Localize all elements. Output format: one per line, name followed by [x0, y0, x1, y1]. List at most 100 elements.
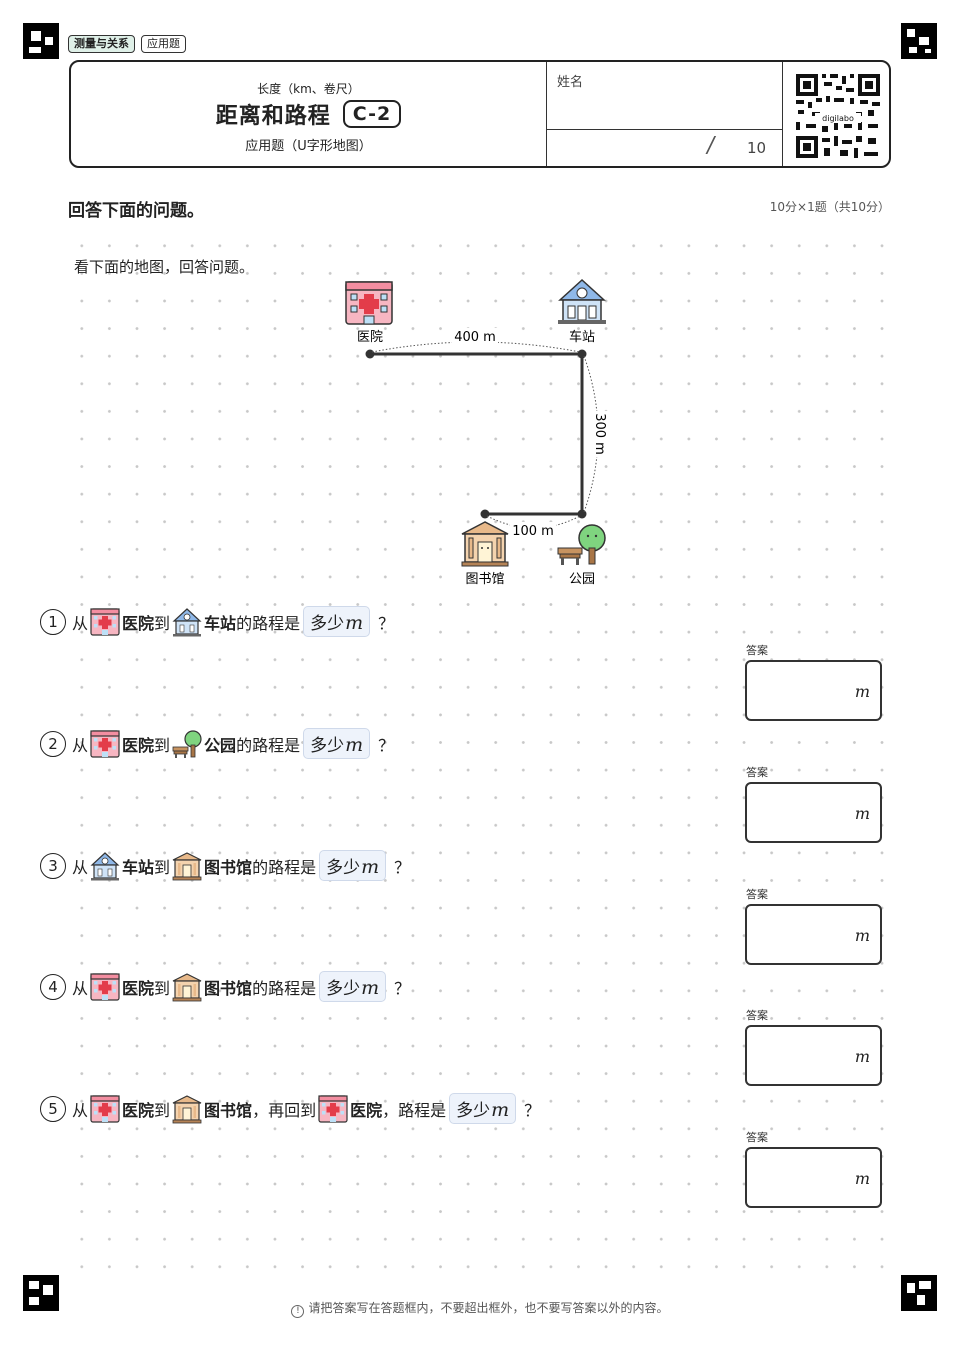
question-mark: ？	[394, 857, 411, 877]
instruction-heading: 回答下面的问题。	[68, 201, 204, 221]
footer-note: !请把答案写在答题框内，不要超出框外，也不要写答案以外的内容。	[0, 1299, 960, 1318]
answer-box-1[interactable]: m	[745, 660, 882, 721]
question-tail: 的路程是	[236, 735, 301, 755]
station-icon	[172, 607, 202, 637]
park-icon	[557, 524, 606, 565]
points-info: 10分×1题（共10分）	[769, 200, 890, 214]
header-subtitle-2: 应用题（U字形地图）	[245, 139, 372, 154]
library-icon	[172, 851, 202, 881]
tag-word-problem: 应用题	[141, 35, 186, 53]
question-mark: ？	[378, 613, 395, 633]
answer-unit: m	[854, 682, 870, 701]
place-a: 医院	[122, 1100, 155, 1120]
name-field[interactable]: 姓名	[546, 62, 782, 130]
hospital-icon	[90, 1094, 120, 1123]
station-icon	[90, 851, 120, 881]
label-100m: 100 m	[512, 524, 554, 539]
station-icon	[558, 278, 606, 324]
worksheet-header: 长度（km、卷尺） 距离和路程 C-2 应用题（U字形地图） 姓名 / 10	[69, 60, 891, 168]
answer-box-5[interactable]: m	[745, 1147, 882, 1208]
arc-library-park	[486, 515, 581, 529]
corner-marker-bottom-left	[23, 1275, 59, 1311]
answer-label: 答案	[746, 766, 768, 779]
question-tail: ，路程是	[382, 1100, 447, 1120]
tag-measurement: 测量与关系	[68, 35, 135, 53]
answer-box-2[interactable]: m	[745, 782, 882, 843]
from-word: 从	[72, 613, 89, 633]
question-mark: ？	[524, 1100, 541, 1120]
page-title: 距离和路程 C-2	[71, 98, 546, 130]
question-number: 4	[40, 973, 66, 1000]
arc-hospital-station	[371, 341, 581, 353]
to-word: 到	[154, 1100, 171, 1120]
from-word: 从	[72, 1100, 89, 1120]
title-text: 距离和路程	[215, 104, 331, 129]
header-title-block: 长度（km、卷尺） 距离和路程 C-2 应用题（U字形地图）	[71, 62, 546, 166]
question-number: 3	[40, 852, 66, 879]
hospital-icon	[318, 1094, 348, 1123]
from-word: 从	[72, 857, 89, 877]
place-b: 车站	[204, 613, 237, 633]
header-subtitle: 长度（km、卷尺）	[257, 82, 360, 96]
corner-marker-bottom-right	[901, 1275, 937, 1311]
place-a: 医院	[122, 735, 155, 755]
to-word: 到	[154, 613, 171, 633]
score-slash: /	[704, 133, 717, 158]
node-library	[480, 509, 490, 519]
answer-unit: m	[854, 1169, 870, 1188]
place-a: 车站	[122, 857, 155, 877]
info-icon: !	[291, 1305, 305, 1318]
question-tail: 的路程是	[252, 978, 317, 998]
place-b: 图书馆	[204, 1100, 253, 1120]
answer-label: 答案	[746, 644, 768, 657]
library-icon	[172, 972, 202, 1002]
question-mark: ？	[394, 978, 411, 998]
question-number: 1	[40, 608, 66, 635]
worksheet-code: C-2	[342, 100, 402, 128]
question-mark: ？	[378, 735, 395, 755]
answer-unit: m	[854, 926, 870, 945]
label-hospital: 医院	[357, 330, 383, 345]
label-park: 公园	[569, 572, 595, 587]
question-tail: 的路程是	[252, 857, 317, 877]
label-300m: 300 m	[592, 413, 607, 455]
route-map: 400 m 300 m 100 m 医院 车站 图书馆	[345, 278, 609, 587]
route-path	[370, 352, 584, 516]
place-a: 医院	[122, 613, 155, 633]
node-station	[577, 349, 587, 359]
node-hospital	[365, 349, 375, 359]
answer-unit: m	[854, 1047, 870, 1066]
to-word: 到	[154, 857, 171, 877]
from-word: 从	[72, 978, 89, 998]
question-number: 5	[40, 1095, 66, 1122]
answer-box-4[interactable]: m	[745, 1025, 882, 1086]
prompt-text: 看下面的地图，回答问题。	[74, 258, 255, 276]
score-total: 10	[747, 139, 767, 157]
hospital-icon	[345, 281, 393, 325]
question-number: 2	[40, 730, 66, 757]
library-icon	[172, 1094, 202, 1124]
place-b: 公园	[204, 735, 237, 755]
library-icon	[461, 521, 509, 567]
from-word: 从	[72, 735, 89, 755]
to-word: 到	[154, 978, 171, 998]
question-mid: ，再回到	[252, 1100, 317, 1120]
qr-code-icon: digilabo	[796, 74, 880, 158]
label-library: 图书馆	[465, 572, 504, 587]
hospital-icon	[90, 729, 120, 758]
place-c: 医院	[350, 1100, 383, 1120]
answer-box-3[interactable]: m	[745, 904, 882, 965]
label-400m: 400 m	[454, 330, 496, 345]
arc-station-park	[583, 355, 599, 513]
qr-code: digilabo	[782, 62, 889, 166]
score-field[interactable]: / 10	[546, 130, 782, 166]
